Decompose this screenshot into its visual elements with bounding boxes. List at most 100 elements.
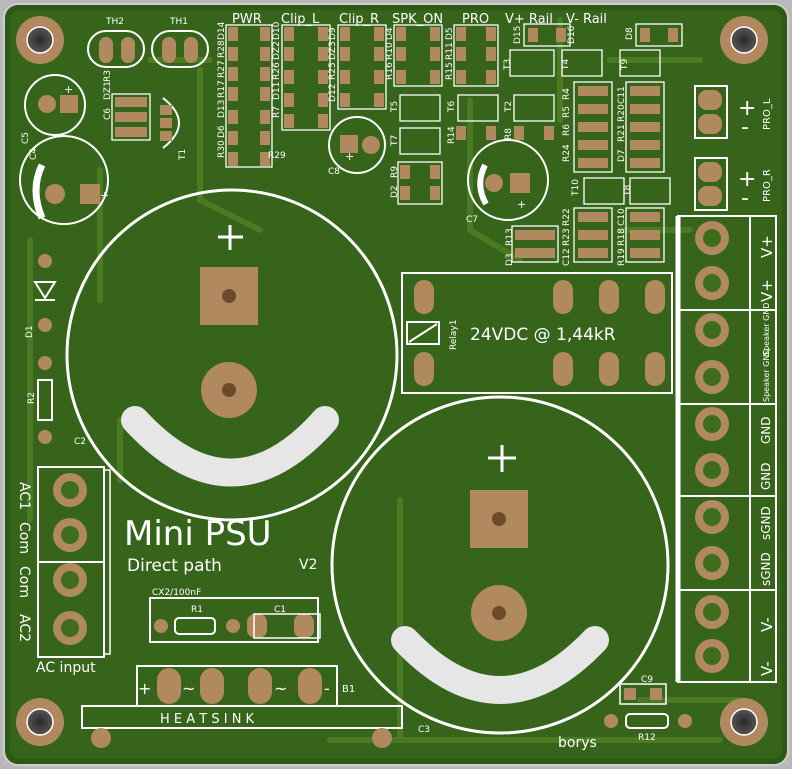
diode-d1 [33,254,57,332]
plus-sign-c7: + [517,198,526,211]
designator-r6: R6 [562,124,572,136]
designator-r10: R10 [385,42,395,60]
designator-r22: R22 [562,208,572,226]
pro-l-minus: - [741,115,749,140]
designator-r28: R28 [217,40,227,58]
designator-r3: R3 [103,70,113,82]
designator-c2: C2 [74,437,86,447]
designator-r29: R29 [268,151,286,161]
bridge-pin-minus: - [324,679,330,698]
designator-r23: R23 [562,228,572,246]
designator-c9: C9 [641,675,653,685]
designator-dz2: DZ2 [272,41,282,60]
designator-r7: R7 [272,106,282,118]
plus-sign-c8: + [345,150,354,163]
mounting-hole-br [720,698,768,746]
bridge-pin-ac-2: ~ [274,679,287,698]
pro-r-plus: + [738,167,756,192]
led-label-vplus-rail: V+ Rail [505,12,553,27]
designator-d7: D7 [617,149,627,162]
led-label-pro: PRO [462,12,489,27]
relay1 [401,272,673,394]
led-label-clip-l: Clip_L [281,12,320,27]
small-capacitors [19,74,549,225]
pro-r-label: PRO_R [762,169,773,202]
ac-label-com-1: Com [16,522,32,554]
designator-th2: TH2 [105,17,124,27]
designator-t4: T4 [561,59,571,71]
plus-sign-c5: + [64,83,73,96]
board-subtitle: Direct path [127,556,222,576]
designator-d5: D5 [445,27,455,40]
designator-c11: C11 [617,86,627,104]
capacitor-c3 [330,395,670,735]
designator-r17: R17 [217,80,227,98]
ac-label-com-2: Com [16,566,32,598]
out-label-sgnd-1: sGND [759,506,773,540]
designator-r21: R21 [617,124,627,142]
pro-connectors [694,85,728,211]
designator-c6: C6 [103,108,113,120]
bridge-pin-plus: + [138,679,151,698]
designator-t9: T9 [620,59,630,71]
mounting-hole-bl [16,698,64,746]
designator-d11: D11 [272,82,282,100]
x2-label: CX2/100nF [152,588,201,598]
mounting-holes [16,16,768,746]
designator-t3: T3 [503,59,513,71]
ac-input-terminal [37,466,111,658]
transistor-t1 [160,97,180,149]
designator-d14: D14 [217,21,227,40]
out-label-gnd-1: GND [759,416,773,444]
ac-input-label: AC input [36,660,96,676]
designator-r2: R2 [27,392,37,404]
out-label-vminus-2: V- [758,661,776,676]
designator-c12: C12 [562,248,572,266]
designator-r19: R19 [617,248,627,266]
out-label-vplus-2: V+ [758,279,776,302]
out-label-gnd-2: GND [759,462,773,490]
designator-d2: D2 [390,185,400,198]
designator-r30: R30 [217,140,227,158]
designator-t7: T7 [390,135,400,147]
pro-l-plus: + [738,96,756,121]
capacitor-c2 [65,188,399,522]
bridge-b1 [136,665,338,707]
designator-c8: C8 [328,167,340,177]
designator-r20: R20 [617,104,627,122]
mounting-hole-tr [720,16,768,64]
mounting-hole-tl [16,16,64,64]
r12-c9 [604,683,692,729]
designator-d10: D10 [272,21,282,40]
designator-r12: R12 [638,733,656,743]
designator-r25: R25 [328,62,338,80]
out-label-sgnd-2: sGND [759,552,773,586]
out-label-vminus-1: V- [758,617,776,632]
designator-r18: R18 [617,228,627,246]
designator-t8: T8 [623,185,633,197]
led-label-spk-on: SPK_ON [392,12,443,27]
relay-rating: 24VDC @ 1,44kR [470,325,616,345]
designator-r11: R11 [445,42,455,60]
pro-l-label: PRO_L [762,98,773,130]
designator-d12: D12 [328,84,338,102]
designator-r14: R14 [447,126,457,144]
board-version: V2 [299,557,317,573]
designator-r27: R27 [217,60,227,78]
smd-outlines [111,23,683,263]
smd-array [115,27,678,258]
designator-r5: R5 [562,106,572,118]
designator-dz1: DZ1 [103,81,113,100]
out-label-vplus-1: V+ [758,235,776,258]
designator-t1: T1 [178,149,188,161]
bridge-pin-ac-1: ~ [182,679,195,698]
designator-d8: D8 [625,27,635,40]
bridge-ref: B1 [342,684,355,695]
designator-c10: C10 [617,208,627,226]
designator-d1: D1 [25,325,35,338]
designator-t6: T6 [447,101,457,113]
designator-t10: T10 [571,179,581,197]
designator-c3: C3 [418,725,430,735]
board-title: Mini PSU [124,514,272,554]
